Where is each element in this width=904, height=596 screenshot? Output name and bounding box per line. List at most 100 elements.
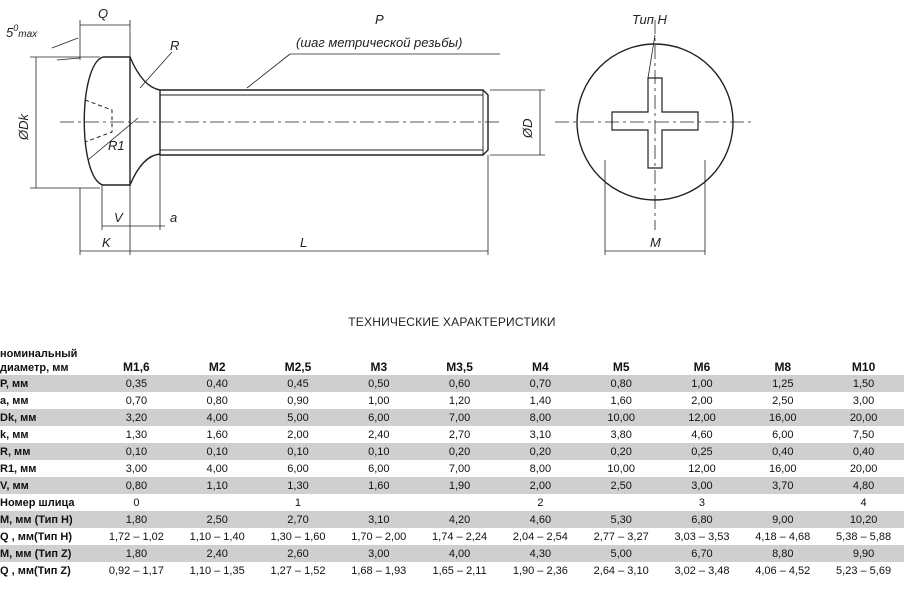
table-cell: 0,40 [823,443,904,460]
row-label: V, мм [0,477,96,494]
table-cell: 9,90 [823,545,904,562]
table-cell: 2,50 [772,394,794,407]
k-label: K [102,235,112,250]
table-cell: 4,18 – 4,68 [755,530,811,543]
table-cell: 1,30 [257,477,339,494]
table-cell: 9,00 [742,511,824,528]
table-cell: 1,25 [742,375,824,392]
table-cell: 1,10 – 1,35 [189,564,245,577]
table-cell: 5,30 [580,511,662,528]
dimension-lines [30,20,545,255]
row-label: R1, мм [0,462,37,475]
table-cell [419,494,500,511]
table-cell: 4,00 [206,462,228,475]
row-label: Dk, мм [0,409,96,426]
top-view-dimensions [604,34,706,255]
table-cell: 0,92 – 1,17 [108,564,164,577]
table-cell: 1,60 [338,477,420,494]
table-cell: 3,00 [852,394,875,407]
table-cell: 16,00 [769,462,797,475]
table-cell: 12,00 [688,462,716,475]
table-cell: 1,10 [176,477,258,494]
table-cell: 6,80 [661,511,743,528]
table-cell: 5,23 – 5,69 [836,564,892,577]
table-cell: 0,80 [96,477,177,494]
drawing-labels: 50max Q R P (шаг метрической резьбы) ØDk… [6,6,668,250]
table-cell: 3,00 [125,462,148,475]
a-label: a [170,210,177,225]
table-cell: 3,10 [338,511,420,528]
table-cell: 1,30 [125,428,148,441]
table-cell: 12,00 [661,409,743,426]
size-header: M5 [612,360,630,374]
table-cell: 1 [294,496,302,509]
table-cell: 4,60 [691,428,713,441]
table-cell: 4,06 – 4,52 [755,564,811,577]
table-cell: 2,00 [287,428,309,441]
type-h-label: Тип H [632,12,668,27]
screw-fillet [129,56,161,186]
table-cell: 1,60 [610,394,632,407]
table-cell: 1,00 [368,394,390,407]
table-cell: 16,00 [742,409,824,426]
table-cell: 3,00 [338,545,420,562]
table-cell: 1,00 [661,375,743,392]
table-cell: 3,03 – 3,53 [674,530,730,543]
table-cell: 6,70 [661,545,743,562]
table-cell: 3,20 [96,409,177,426]
head-circle [576,43,734,201]
angle-label: 50max [6,23,38,40]
table-cell: 1,40 [529,394,552,407]
table-cell: 2 [537,496,544,509]
table-cell: 4,00 [176,409,258,426]
table-header-row: номинальный диаметр, мм M1,6 M2 M2,5 M3 … [0,343,904,375]
table-cell: 0,40 [742,443,824,460]
table-cell: 4,60 [499,511,581,528]
table-cell: 1,80 [96,511,177,528]
row-label: M, мм (Тип H) [0,511,96,528]
table-cell: 5,00 [257,409,339,426]
table-cell: 3,00 [661,477,743,494]
table-cell [177,494,258,511]
table-cell: 10,20 [823,511,904,528]
table-cell: 10,00 [607,462,635,475]
size-header: M1,6 [123,360,150,374]
table-cell: 4,30 [499,545,581,562]
table-cell: 2,70 [448,428,471,441]
screw-side-view [83,56,489,186]
row-label: R, мм [0,443,96,460]
l-label: L [300,235,307,250]
table-cell: 1,90 [419,477,500,494]
table-cell: 0,35 [96,375,177,392]
row-label: Q , мм(Тип H) [0,530,73,543]
table-cell: 2,77 – 3,27 [593,530,649,543]
table-cell: 1,27 – 1,52 [270,564,326,577]
centerlines [60,20,755,230]
table-cell: 1,65 – 2,11 [432,564,487,577]
table-cell: 1,80 [96,545,177,562]
table-cell: 3,02 – 3,48 [674,564,730,577]
table-cell: 1,30 – 1,60 [270,530,326,543]
row-label: a, мм [0,394,29,407]
size-header: M8 [774,360,792,374]
table-cell: 0,70 [125,394,148,407]
table-cell: 2,64 – 3,10 [593,564,649,577]
table-cell: 0 [133,496,140,509]
table-cell: 6,00 [287,462,309,475]
screw-shank [159,89,489,156]
size-header: M10 [851,360,876,374]
table-cell: 0,45 [257,375,339,392]
table-cell: 10,00 [580,409,662,426]
size-header: M4 [532,360,549,374]
table-cell: 2,00 [499,477,581,494]
size-header: M6 [693,360,711,374]
table-cell: 2,40 [176,545,258,562]
